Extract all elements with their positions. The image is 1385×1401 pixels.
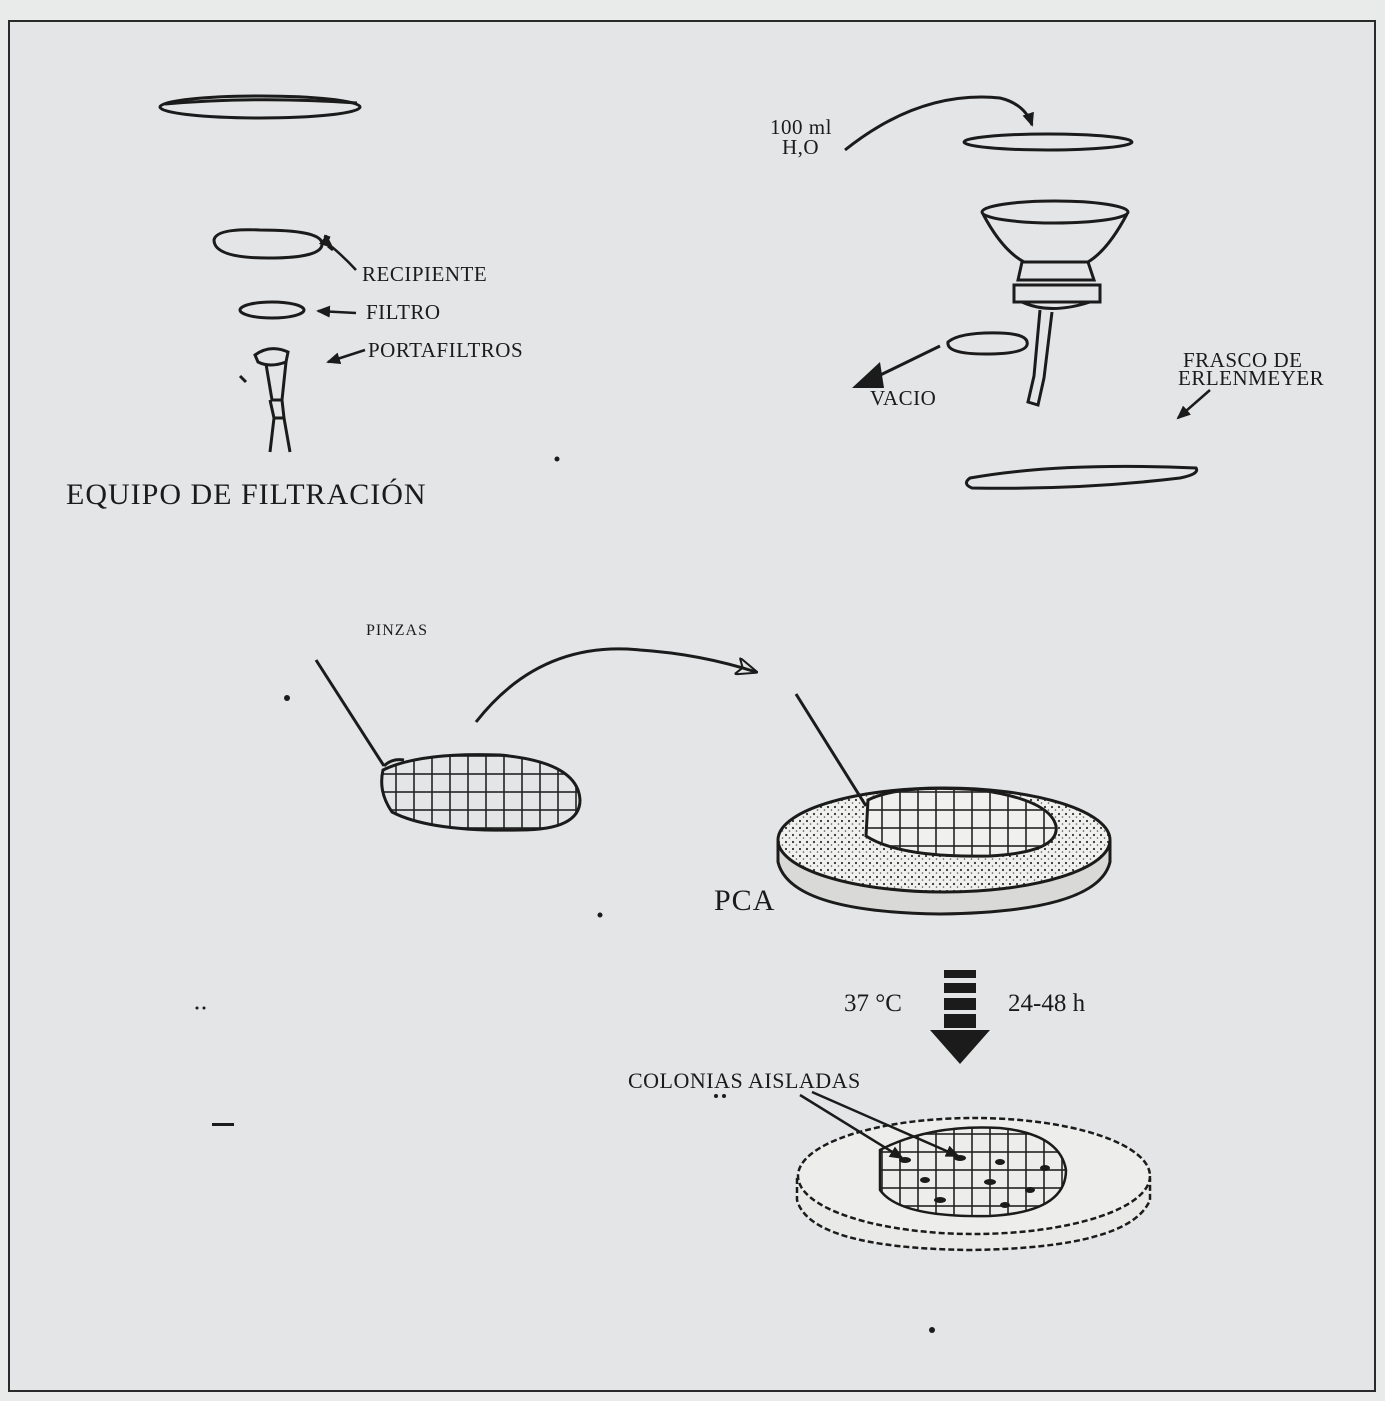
colonies-plate-shape bbox=[797, 1118, 1150, 1250]
portafiltros-shape bbox=[240, 349, 290, 452]
label-time: 24-48 h bbox=[1008, 990, 1085, 1018]
equipment-pointer-arrows bbox=[318, 247, 365, 362]
label-temperature: 37 °C bbox=[844, 990, 902, 1018]
tweezers-shape bbox=[316, 660, 404, 766]
label-colonias-aisladas: COLONIAS AISLADAS bbox=[628, 1068, 861, 1094]
funnel-lid-shape bbox=[964, 134, 1132, 150]
label-recipiente: RECIPIENTE bbox=[362, 262, 487, 287]
label-frasco-line2: ERLENMEYER bbox=[1178, 366, 1324, 391]
label-vacio: VACIO bbox=[870, 386, 936, 411]
water-pour-arrow bbox=[845, 97, 1032, 150]
pca-plate-shape bbox=[778, 694, 1110, 914]
removed-filter-shape bbox=[948, 333, 1027, 354]
label-water-formula: H,O bbox=[782, 135, 819, 160]
label-portafiltros: PORTAFILTROS bbox=[368, 338, 523, 363]
vacuum-arrow bbox=[852, 346, 940, 388]
incubation-arrow bbox=[930, 970, 990, 1064]
membrane-filter-held bbox=[382, 755, 580, 831]
erlenmeyer-base-shape bbox=[966, 466, 1196, 488]
funnel-shape bbox=[982, 201, 1128, 405]
filtro-shape bbox=[240, 302, 304, 318]
label-filtro: FILTRO bbox=[366, 300, 441, 325]
lid-shape bbox=[160, 96, 360, 118]
recipiente-shape bbox=[214, 230, 333, 258]
label-pca: PCA bbox=[714, 884, 775, 918]
erlenmeyer-pointer-arrow bbox=[1178, 390, 1210, 418]
label-pinzas: PINZAS bbox=[366, 622, 428, 640]
transfer-arrow bbox=[476, 649, 756, 722]
label-equipo-de-filtracion: EQUIPO DE FILTRACIÓN bbox=[66, 478, 427, 512]
